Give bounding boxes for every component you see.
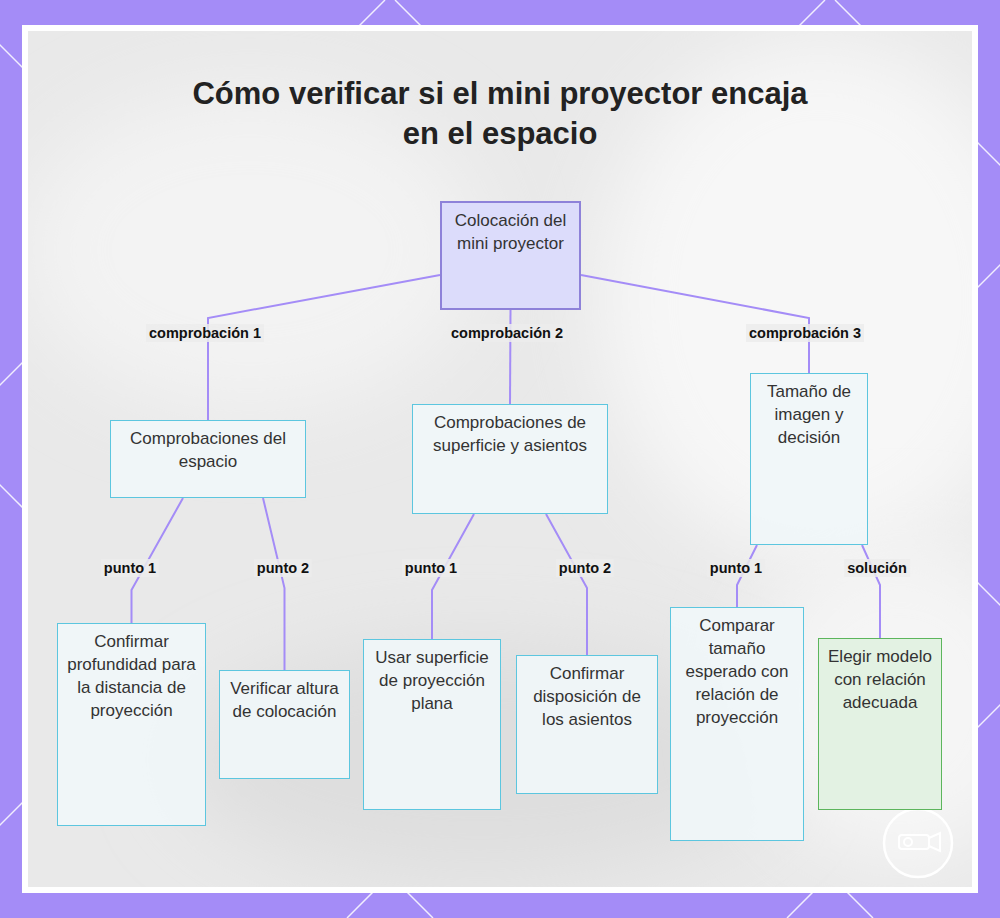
step-box: Usar superficie de proyección plana <box>363 639 501 810</box>
diagram-title: Cómo verificar si el mini proyector enca… <box>180 74 820 154</box>
node-text: Colocación del mini proyector <box>450 209 571 255</box>
check-box: Comprobaciones de superficie y asientos <box>412 404 608 514</box>
blurred-photo <box>28 40 972 880</box>
edge-label: punto 1 <box>101 559 159 577</box>
connector-line <box>208 275 440 420</box>
node-text: Confirmar disposición de los asientos <box>525 662 649 731</box>
connector-line <box>546 514 587 655</box>
node-text: Comprobaciones del espacio <box>119 427 297 473</box>
node-text: Comprobaciones de superficie y asientos <box>421 411 599 457</box>
edge-label: punto 2 <box>254 559 312 577</box>
node-text: Usar superficie de proyección plana <box>372 646 492 715</box>
step-box: Confirmar disposición de los asientos <box>516 655 658 794</box>
edge-label: solución <box>844 559 910 577</box>
node-text: Comparar tamaño esperado con relación de… <box>679 614 795 729</box>
edge-label: comprobación 2 <box>448 324 566 342</box>
edge-label: punto 2 <box>556 559 614 577</box>
edge-label: comprobación 1 <box>146 324 264 342</box>
solution-box: Elegir modelo con relación adecuada <box>818 638 942 810</box>
node-text: Tamaño de imagen y decisión <box>759 380 859 449</box>
step-box: Comparar tamaño esperado con relación de… <box>670 607 804 841</box>
edge-label: comprobación 3 <box>746 324 864 342</box>
node-text: Confirmar profundidad para la distancia … <box>66 630 197 722</box>
connector-line <box>263 498 285 670</box>
edge-label: punto 1 <box>707 559 765 577</box>
check-box: Tamaño de imagen y decisión <box>750 373 868 545</box>
node-text: Elegir modelo con relación adecuada <box>827 645 933 714</box>
check-box: Comprobaciones del espacio <box>110 420 306 498</box>
projector-icon <box>884 809 952 877</box>
root-box: Colocación del mini proyector <box>440 201 581 310</box>
edge-label: punto 1 <box>402 559 460 577</box>
node-text: Verificar altura de colocación <box>228 677 341 723</box>
step-box: Verificar altura de colocación <box>219 670 350 779</box>
step-box: Confirmar profundidad para la distancia … <box>57 623 206 826</box>
